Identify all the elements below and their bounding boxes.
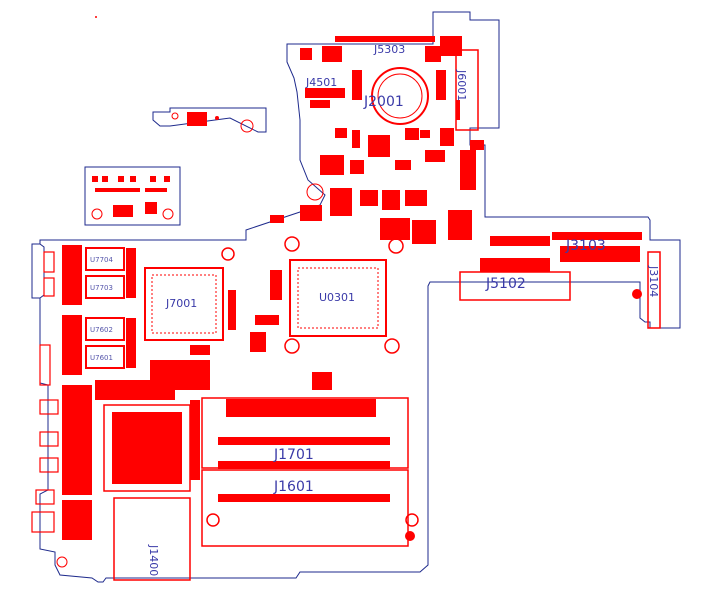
mount-hole xyxy=(56,556,68,568)
mount-hole xyxy=(215,116,219,120)
mount-hole xyxy=(388,238,404,254)
label-u0301: U0301 xyxy=(319,291,355,304)
j1601-slot xyxy=(201,469,409,547)
j1601-pins xyxy=(218,494,390,502)
j3103-connector xyxy=(480,232,642,272)
mount-hole xyxy=(95,16,97,18)
u0301-bga xyxy=(289,259,387,337)
mount-hole xyxy=(306,183,324,201)
chipset-area-parts xyxy=(62,380,200,540)
mount-hole xyxy=(162,208,174,220)
chipset-block xyxy=(112,412,182,484)
label-j2001: J2001 xyxy=(363,94,404,110)
label-j3104: J3104 xyxy=(647,265,660,297)
j1400-slot xyxy=(113,497,191,581)
label-u7601: U7601 xyxy=(90,354,113,362)
j1701-pins xyxy=(218,437,390,445)
label-j1400: J1400 xyxy=(147,544,160,576)
bracket-part xyxy=(187,112,207,126)
j3104-connector xyxy=(647,251,661,329)
j6001-connector xyxy=(455,49,479,131)
sub-board-outline xyxy=(84,166,181,226)
label-j3103: J3103 xyxy=(565,238,606,254)
mount-hole xyxy=(171,112,179,120)
j2001-battery-holder xyxy=(371,67,429,125)
j7001-bga xyxy=(144,267,224,341)
label-j1701: J1701 xyxy=(273,447,314,463)
mount-hole xyxy=(384,338,400,354)
label-j5303: J5303 xyxy=(373,43,405,56)
memory-area-parts xyxy=(62,245,136,375)
mount-hole xyxy=(91,208,103,220)
mount-hole xyxy=(405,513,419,527)
mount-hole xyxy=(206,513,220,527)
cpu-area-parts xyxy=(150,270,332,390)
bracket-outline xyxy=(152,107,267,133)
label-u7602: U7602 xyxy=(90,326,113,334)
label-j5102: J5102 xyxy=(485,276,526,292)
j7001-bga-inner xyxy=(151,274,217,334)
dimm-area-pad xyxy=(226,399,376,417)
mount-hole xyxy=(632,289,642,299)
label-j6001: J6001 xyxy=(455,69,468,101)
mount-hole xyxy=(284,236,300,252)
label-j4501: J4501 xyxy=(305,76,337,89)
board-outline xyxy=(39,11,681,583)
j5102-connector xyxy=(459,271,571,301)
label-u7704: U7704 xyxy=(90,256,113,264)
mount-hole xyxy=(221,247,235,261)
mount-hole xyxy=(240,119,254,133)
label-j1601: J1601 xyxy=(273,479,314,495)
sub-board-parts xyxy=(92,176,170,217)
mount-hole xyxy=(405,531,415,541)
j1701-pins-2 xyxy=(218,461,390,469)
memory-chips xyxy=(85,247,125,369)
component-cluster-top xyxy=(270,100,484,244)
board-notch-left xyxy=(31,243,40,299)
u0301-bga-inner xyxy=(297,267,379,329)
label-u7703: U7703 xyxy=(90,284,113,292)
left-edge-ports xyxy=(31,251,59,533)
j2001-battery-inner xyxy=(377,73,423,119)
mount-hole xyxy=(284,338,300,354)
j4501-parts xyxy=(305,70,446,100)
label-j7001: J7001 xyxy=(165,297,197,310)
